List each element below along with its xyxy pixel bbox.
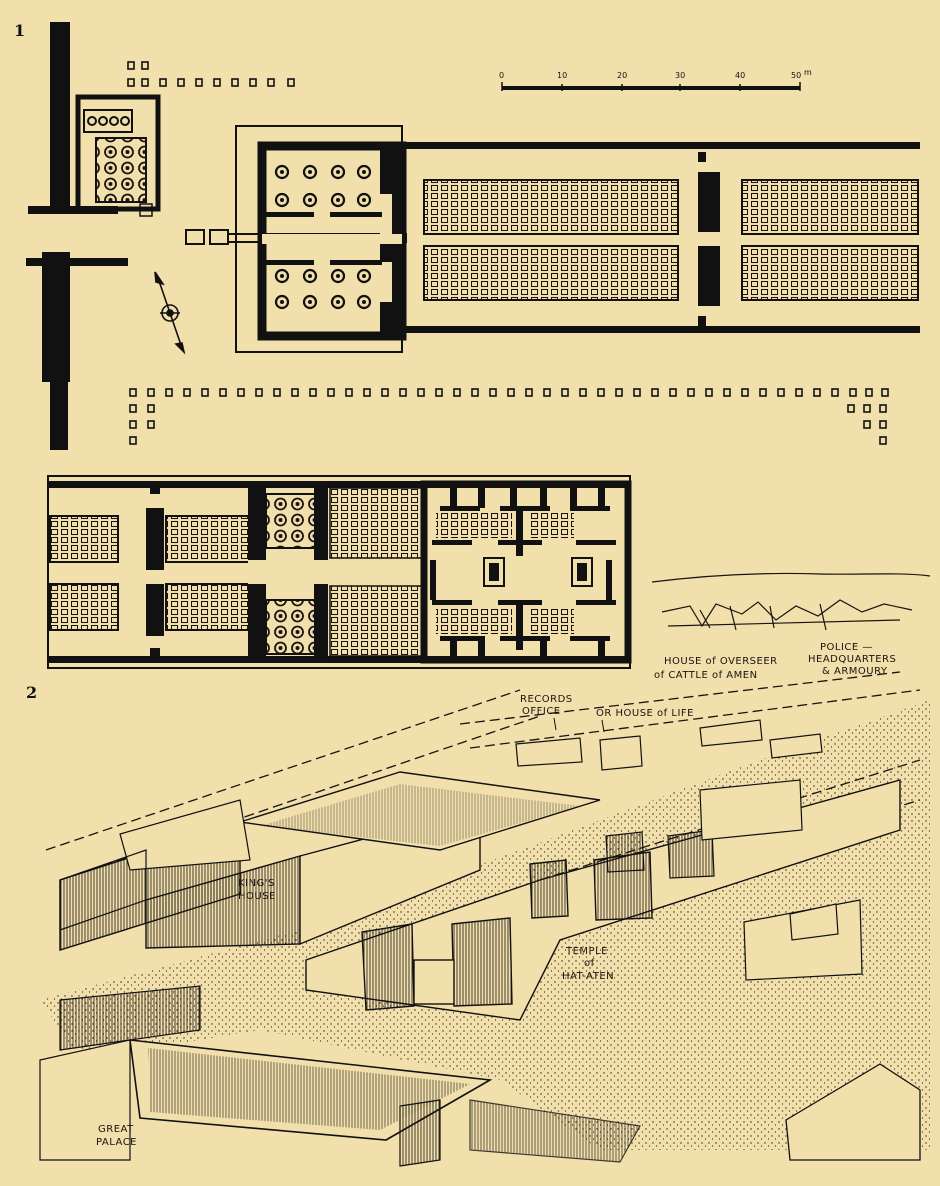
scale-tick-40: 40 [735, 71, 745, 80]
great-palace-label-line1: GREAT [98, 1124, 134, 1135]
distant-hills [651, 572, 931, 631]
plan-temple-upper [235, 125, 920, 353]
temple-label-line2: of [584, 958, 595, 969]
kings-house-label-line2: HOUSE [238, 891, 276, 902]
overseer-label-line1: HOUSE of OVERSEER [664, 656, 778, 667]
great-palace: GREAT PALACE [39, 985, 921, 1167]
plan-top-markers [127, 61, 295, 87]
kings-house: KING'S HOUSE [59, 771, 601, 951]
back-buildings [515, 719, 863, 981]
scale-tick-30: 30 [675, 71, 685, 80]
scale-tick-10: 10 [557, 71, 567, 80]
plan-temple-lower [47, 475, 632, 669]
perspective-labels: POLICE — HEADQUARTERS & ARMOURY HOUSE of… [520, 642, 896, 733]
scale-tick-20: 20 [617, 71, 627, 80]
house-of-life-label: OR HOUSE of LIFE [596, 708, 694, 719]
records-label-line2: OFFICE [522, 706, 561, 717]
figure-number-2: 2 [26, 683, 37, 702]
police-label-line1: POLICE — [820, 642, 873, 653]
figure-number-1: 1 [14, 21, 25, 40]
great-palace-label-line2: PALACE [96, 1137, 137, 1148]
kings-house-label-line1: KING'S [238, 878, 275, 889]
north-arrow-icon [154, 271, 186, 355]
temple-hat-aten: TEMPLE of HAT-ATEN [305, 779, 901, 1021]
plan-figure: 1 0 10 20 30 40 50 m [14, 21, 920, 669]
plan-boundary-markers [129, 388, 889, 445]
temple-label-line3: HAT-ATEN [562, 971, 614, 982]
scale-unit: m [804, 68, 812, 77]
scale-tick-50: 50 [791, 71, 801, 80]
records-label-line1: RECORDS [520, 694, 573, 705]
police-label-line2: HEADQUARTERS [808, 654, 896, 665]
plan-left-wall [26, 22, 128, 450]
scale-bar: 0 10 20 30 40 50 m [499, 68, 812, 91]
overseer-label-line2: of CATTLE of AMEN [654, 670, 758, 681]
scale-tick-0: 0 [499, 71, 504, 80]
temple-label-line1: TEMPLE [565, 946, 608, 957]
police-label-line3: & ARMOURY [822, 666, 888, 677]
plan-small-shrine [75, 94, 161, 217]
perspective-figure: 2 KING'S HOUSE [26, 572, 931, 1167]
